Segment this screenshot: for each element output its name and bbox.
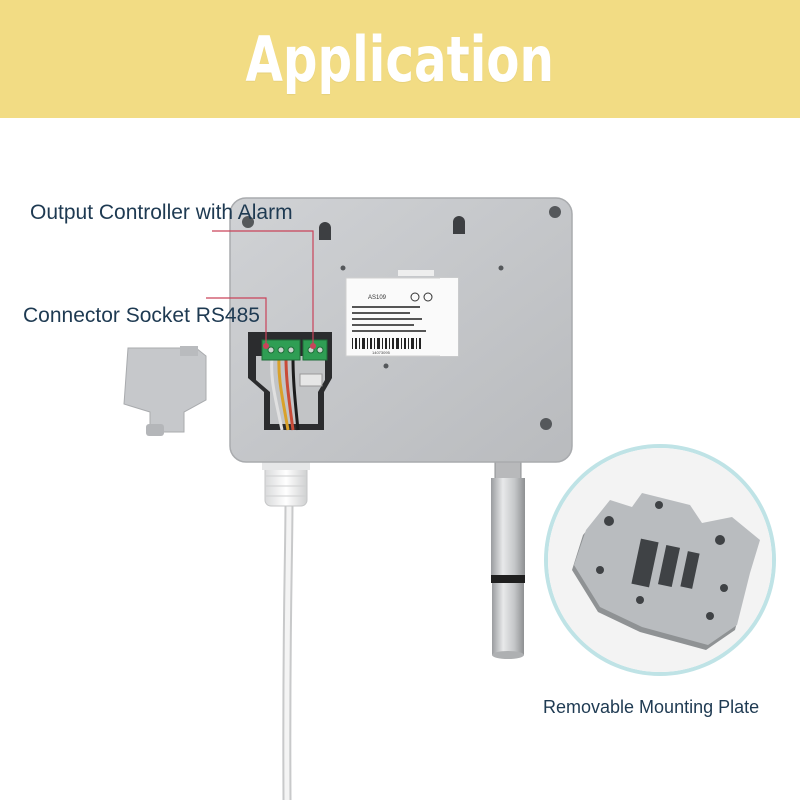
terminal-compartment <box>248 332 332 431</box>
callout-lines <box>206 230 316 349</box>
banner-title: Application <box>245 22 555 96</box>
callout-mounting-plate: Removable Mounting Plate <box>543 697 760 717</box>
model-text: AS109 <box>368 295 387 301</box>
removable-cover <box>123 346 207 436</box>
cable <box>262 461 310 800</box>
barcode <box>352 338 421 349</box>
spec-label: AS109 14073095 <box>345 270 459 357</box>
mounting-plate-inset <box>544 444 776 676</box>
alarm-terminal-block <box>302 339 328 361</box>
header-banner: Application <box>0 0 800 118</box>
callout-output-controller: Output Controller with Alarm <box>30 201 293 224</box>
rs485-terminal-block <box>261 339 301 361</box>
callout-connector-socket: Connector Socket RS485 <box>23 304 260 327</box>
sensor-probe <box>491 457 525 659</box>
serial-text: 14073095 <box>372 350 391 355</box>
